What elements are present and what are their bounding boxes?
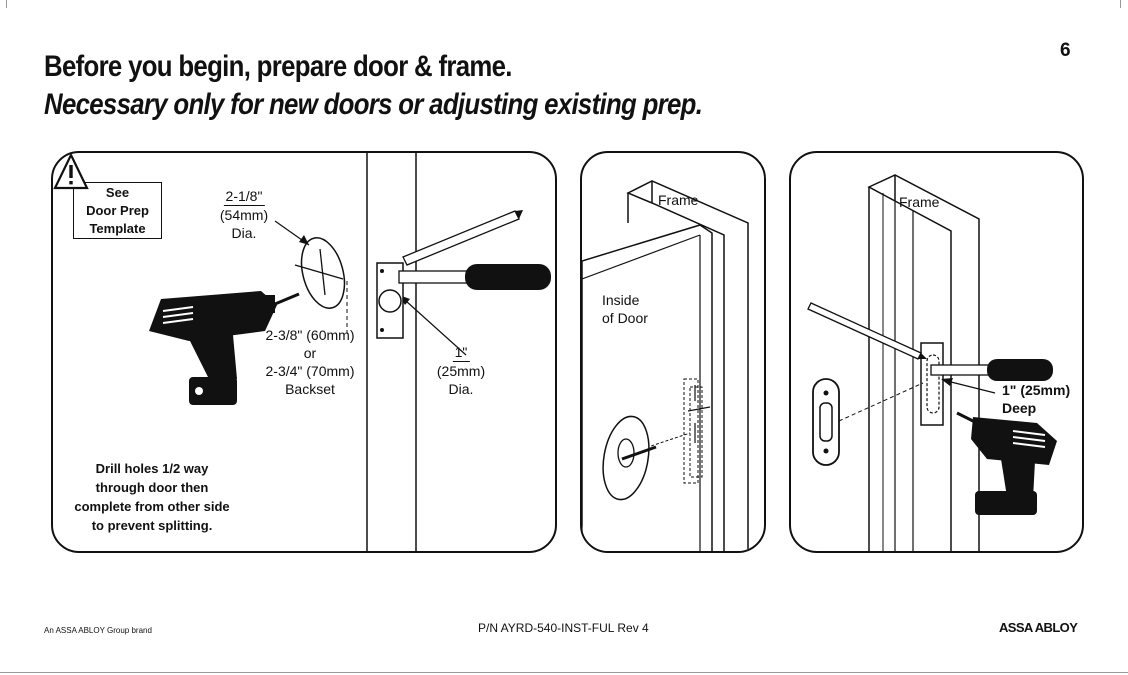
inside-door-illustration (582, 180, 749, 551)
inside-of-door-label: Inside of Door (602, 291, 648, 327)
part-number: P/N AYRD-540-INST-FUL Rev 4 (478, 621, 649, 635)
bore-hole-dia: Dia. (231, 225, 257, 241)
backset-dimension: 2-3/8" (60mm) or 2-3/4" (70mm) Backset (266, 326, 355, 398)
backset-line: 2-3/4" (70mm) (265, 363, 355, 379)
bore-hole-marker (294, 237, 348, 333)
bore-hole-dimension: 2-1/8" (54mm) Dia. (220, 187, 268, 242)
strike-plate-icon (812, 378, 840, 466)
backset-line: or (303, 345, 317, 361)
frame-label: Frame (899, 194, 940, 210)
warning-triangle-icon (53, 153, 89, 190)
page-subtitle: Necessary only for new doors or adjustin… (44, 88, 703, 121)
assa-abloy-logo: ASSA ABLOY (999, 620, 1078, 635)
inside-label-line: Inside (602, 292, 640, 308)
frame-strike-panel: Frame 1" (25mm) Deep (789, 151, 1084, 553)
bore-hole-size-in: 2-1/8" (223, 188, 265, 206)
bottom-rule (0, 672, 1128, 673)
screwdriver-icon (930, 359, 1053, 381)
note-line: Door Prep (86, 203, 149, 218)
edge-hole-size-mm: (25mm) (436, 363, 486, 379)
pencil-icon (807, 302, 927, 360)
door-bore-illustration (149, 153, 551, 551)
inside-label-line: of Door (602, 310, 648, 326)
note-line: Template (89, 221, 146, 236)
splitting-warning: Drill holes 1/2 way through door then co… (74, 459, 229, 535)
strike-mortise (920, 342, 944, 426)
backset-line: 2-3/8" (60mm) (265, 327, 355, 343)
power-drill-icon (956, 411, 1057, 515)
backset-line: Backset (285, 381, 335, 397)
depth-label-line: 1" (25mm) (1002, 382, 1071, 398)
mortise-depth-label: 1" (25mm) Deep (1002, 381, 1070, 417)
pencil-icon (402, 210, 523, 266)
crop-mark (6, 0, 7, 8)
edge-hole-dimension: 1" (25mm) Dia. (437, 343, 485, 398)
brand-line: An ASSA ABLOY Group brand (44, 626, 152, 635)
warning-line: Drill holes 1/2 way (95, 461, 209, 476)
frame-strike-illustration (807, 174, 1057, 551)
bore-hole-size-mm: (54mm) (219, 207, 269, 223)
screwdriver-icon (398, 264, 551, 290)
warning-line: to prevent splitting. (91, 518, 213, 533)
warning-line: complete from other side (74, 499, 230, 514)
edge-hole-size-in: 1" (452, 344, 470, 362)
door-lever-icon (602, 415, 657, 501)
door-prep-template-note: See Door Prep Template (73, 182, 162, 239)
note-line: See (105, 185, 130, 200)
depth-label-line: Deep (1002, 400, 1037, 416)
door-bore-panel: See Door Prep Template 2-1/8" (54mm) Dia… (51, 151, 557, 553)
edge-hole-dia: Dia. (448, 381, 474, 397)
page-title: Before you begin, prepare door & frame. (44, 50, 512, 83)
inside-door-panel: Frame Inside of Door (580, 151, 766, 553)
crop-mark (1120, 0, 1121, 8)
power-drill-icon (149, 291, 300, 405)
frame-label: Frame (658, 192, 699, 208)
warning-line: through door then (95, 480, 209, 495)
page-number: 6 (1060, 40, 1071, 61)
